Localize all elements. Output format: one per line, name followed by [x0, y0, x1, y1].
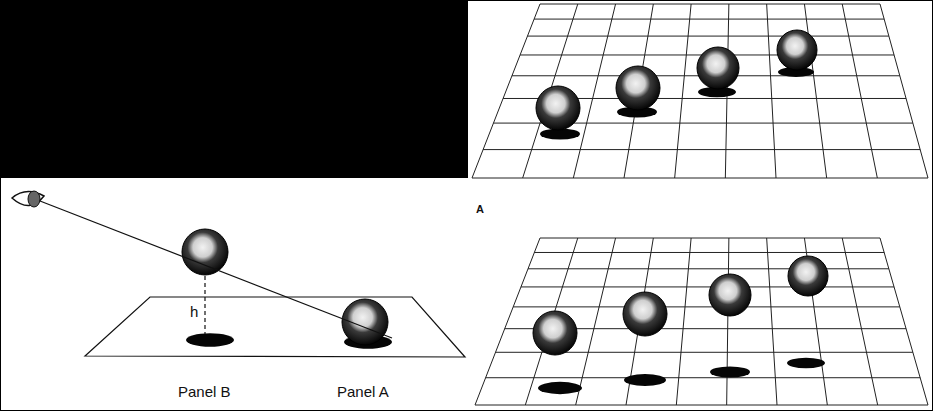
grid-line: [880, 4, 928, 178]
height-label: h: [190, 304, 198, 319]
shadow: [710, 366, 750, 377]
height-line: [204, 276, 205, 334]
sphere: [709, 274, 751, 316]
shadow: [538, 382, 582, 394]
sphere-group: [182, 30, 828, 394]
line-of-sight: [40, 201, 392, 338]
grid-line: [842, 4, 877, 178]
grid-line: [727, 238, 729, 405]
sphere: [697, 47, 739, 89]
grid-line: [767, 238, 777, 405]
grid-line: [842, 238, 877, 405]
perspective-grid: [475, 238, 928, 405]
grid-line: [527, 36, 888, 37]
sphere: [616, 66, 660, 110]
panel-letter: A: [476, 204, 484, 215]
eye-pupil: [28, 191, 40, 207]
shadow: [624, 374, 666, 386]
grid-line: [675, 4, 691, 178]
grid-line: [483, 149, 920, 150]
grid-line: [534, 252, 884, 253]
grid-line: [880, 238, 928, 405]
grid-line: [528, 268, 889, 269]
grid-line: [804, 4, 826, 178]
grid-line: [472, 4, 540, 178]
sphere: [533, 311, 577, 355]
sphere: [342, 299, 388, 345]
shadow: [787, 358, 825, 369]
panel-label: Panel B: [178, 384, 231, 399]
black-panel: [0, 0, 468, 178]
grid-line: [472, 178, 928, 179]
grid-line: [475, 405, 928, 406]
grid-line: [676, 238, 691, 405]
sphere: [623, 292, 667, 336]
grid-line: [767, 4, 776, 178]
sphere: [182, 229, 228, 275]
grid-line: [534, 19, 884, 20]
grid-line: [475, 238, 540, 405]
sphere: [788, 256, 828, 296]
ground-plane: [85, 297, 465, 357]
grid-line: [540, 4, 880, 5]
grid-line: [521, 286, 894, 287]
perspective-grid: [472, 4, 928, 178]
grid-line: [525, 238, 577, 405]
sphere: [536, 86, 580, 130]
shadow: [186, 333, 234, 346]
grid-line: [573, 4, 615, 178]
sphere: [777, 30, 817, 70]
grid-line: [486, 377, 921, 378]
panel-label: Panel A: [337, 384, 389, 399]
grid-line: [576, 238, 616, 405]
grid-line: [540, 238, 880, 239]
grid-line: [513, 306, 900, 307]
